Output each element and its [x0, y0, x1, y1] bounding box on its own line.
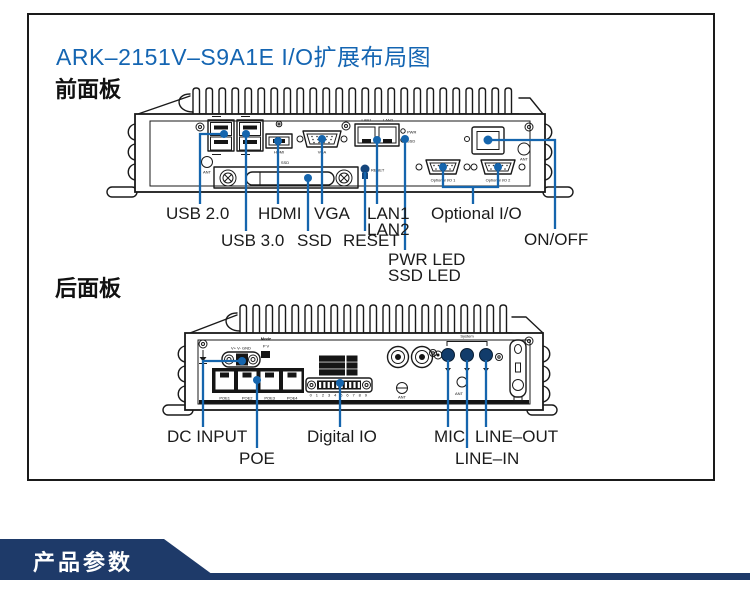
front-label-on-off: ON/OFF — [524, 230, 589, 249]
front-screws — [195, 120, 534, 142]
svg-text:ANT: ANT — [203, 170, 212, 175]
svg-text:LAN2: LAN2 — [383, 118, 394, 123]
front-panel-heading: 前面板 — [55, 77, 122, 102]
svg-text:V+ V- GND: V+ V- GND — [231, 346, 251, 351]
front-ant-right: ANT — [517, 142, 531, 162]
front-panel-drawing: ANT HDMI SSD VGA LAN1 LAN2 — [106, 87, 574, 250]
rear-heatsink-fins — [189, 304, 544, 334]
rear-ant-screw: ANT — [396, 382, 408, 400]
svg-text:POE1: POE1 — [219, 396, 230, 401]
svg-text:POE2: POE2 — [242, 396, 253, 401]
front-leader-lines — [198, 130, 557, 250]
front-label-hdmi: HDMI — [258, 204, 302, 223]
rear-label-dc-input: DC INPUT — [167, 427, 248, 446]
svg-text:POE3: POE3 — [264, 396, 275, 401]
rear-label-line-out: LINE–OUT — [475, 427, 559, 446]
front-label-usb20: USB 2.0 — [166, 204, 230, 223]
antenna-connectors — [386, 345, 443, 369]
svg-text:LAN1: LAN1 — [361, 118, 372, 123]
svg-text:Mode: Mode — [261, 336, 272, 341]
footer-band — [0, 573, 750, 580]
product-params-banner-label: 产品参数 — [33, 550, 134, 575]
front-label-usb30: USB 3.0 — [221, 231, 285, 250]
rear-panel-heading: 后面板 — [55, 276, 122, 301]
svg-text:POE4: POE4 — [287, 396, 298, 401]
rear-screws — [198, 336, 534, 361]
ssd-marking: SSD — [281, 160, 289, 165]
front-label-pwr-led: PWR LED — [388, 250, 466, 269]
front-label-reset: RESET — [343, 231, 400, 250]
svg-text:ANT: ANT — [520, 157, 529, 162]
diagram-title: ARK–2151V–S9A1E I/O扩展布局图 — [56, 44, 432, 70]
svg-text:SSD: SSD — [407, 139, 415, 144]
rear-label-digital-io: Digital IO — [307, 427, 377, 446]
svg-text:ANT: ANT — [398, 395, 407, 400]
rear-label-poe: POE — [239, 449, 275, 468]
mount-bracket — [509, 339, 527, 402]
svg-text:P V: P V — [263, 344, 270, 349]
front-label-vga: VGA — [314, 204, 350, 223]
rear-leader-lines — [201, 357, 488, 448]
rear-label-line-in: LINE–IN — [455, 449, 520, 468]
front-label-lan1: LAN1 — [367, 204, 410, 223]
front-ant-left: ANT — [201, 156, 213, 175]
front-heatsink-fins — [137, 87, 544, 115]
svg-text:System: System — [460, 334, 474, 339]
svg-text:PWR: PWR — [407, 130, 416, 135]
audio-jacks: System — [441, 334, 493, 372]
front-label-ssd: SSD — [297, 231, 332, 250]
usb-ports — [207, 116, 264, 155]
svg-text:ANT: ANT — [455, 391, 464, 396]
front-label-optional-io: Optional I/O — [431, 204, 522, 223]
rear-panel-drawing: V+ V- GND Mode P V POE1 POE2 POE3 POE4 — [162, 304, 558, 448]
svg-text:0 1 2 3 4 5 6 7 8 9: 0 1 2 3 4 5 6 7 8 9 — [310, 393, 369, 398]
front-label-ssd-led: SSD LED — [388, 266, 461, 285]
front-label-lan2: LAN2 — [367, 220, 410, 239]
rear-label-mic: MIC — [434, 427, 466, 446]
